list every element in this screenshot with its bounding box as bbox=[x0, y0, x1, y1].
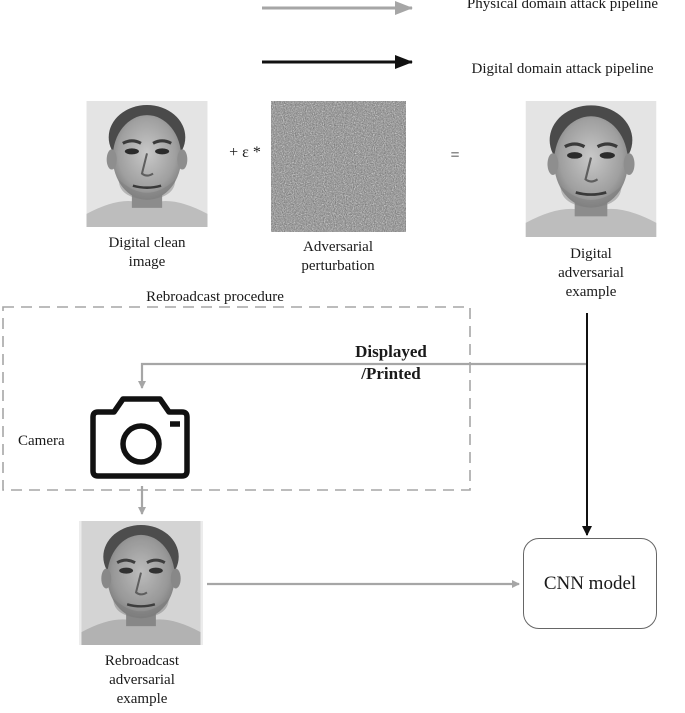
legend-physical-label: Physical domain attack pipeline bbox=[466, 0, 659, 12]
clean-image-label: Digital clean image bbox=[108, 235, 186, 270]
camera-label: Camera bbox=[18, 433, 65, 449]
rebroadcast-adversarial-image bbox=[79, 521, 203, 645]
digital-adversarial-image bbox=[523, 101, 659, 237]
display-to-camera-arrow bbox=[138, 362, 587, 389]
plus-epsilon-operator: + ε * bbox=[229, 144, 261, 161]
rebroadcast-box bbox=[2, 306, 471, 491]
perturbation-label: Adversarial perturbation bbox=[301, 239, 375, 274]
perturbation-image bbox=[271, 101, 406, 232]
displayed-printed-label: Displayed /Printed bbox=[355, 342, 427, 383]
cnn-model-node: CNN model bbox=[523, 538, 657, 629]
legend-digital-label: Digital domain attack pipeline bbox=[471, 61, 654, 77]
camera-icon bbox=[90, 396, 190, 479]
cnn-model-label: CNN model bbox=[543, 572, 637, 594]
rebroadcast-procedure-title: Rebroadcast procedure bbox=[146, 289, 284, 305]
rebroadcast-adversarial-label: Rebroadcast adversarial example bbox=[104, 653, 180, 707]
clean-image bbox=[86, 101, 208, 227]
digital-adversarial-label: Digital adversarial example bbox=[558, 246, 624, 300]
equals-operator: = bbox=[450, 147, 460, 164]
